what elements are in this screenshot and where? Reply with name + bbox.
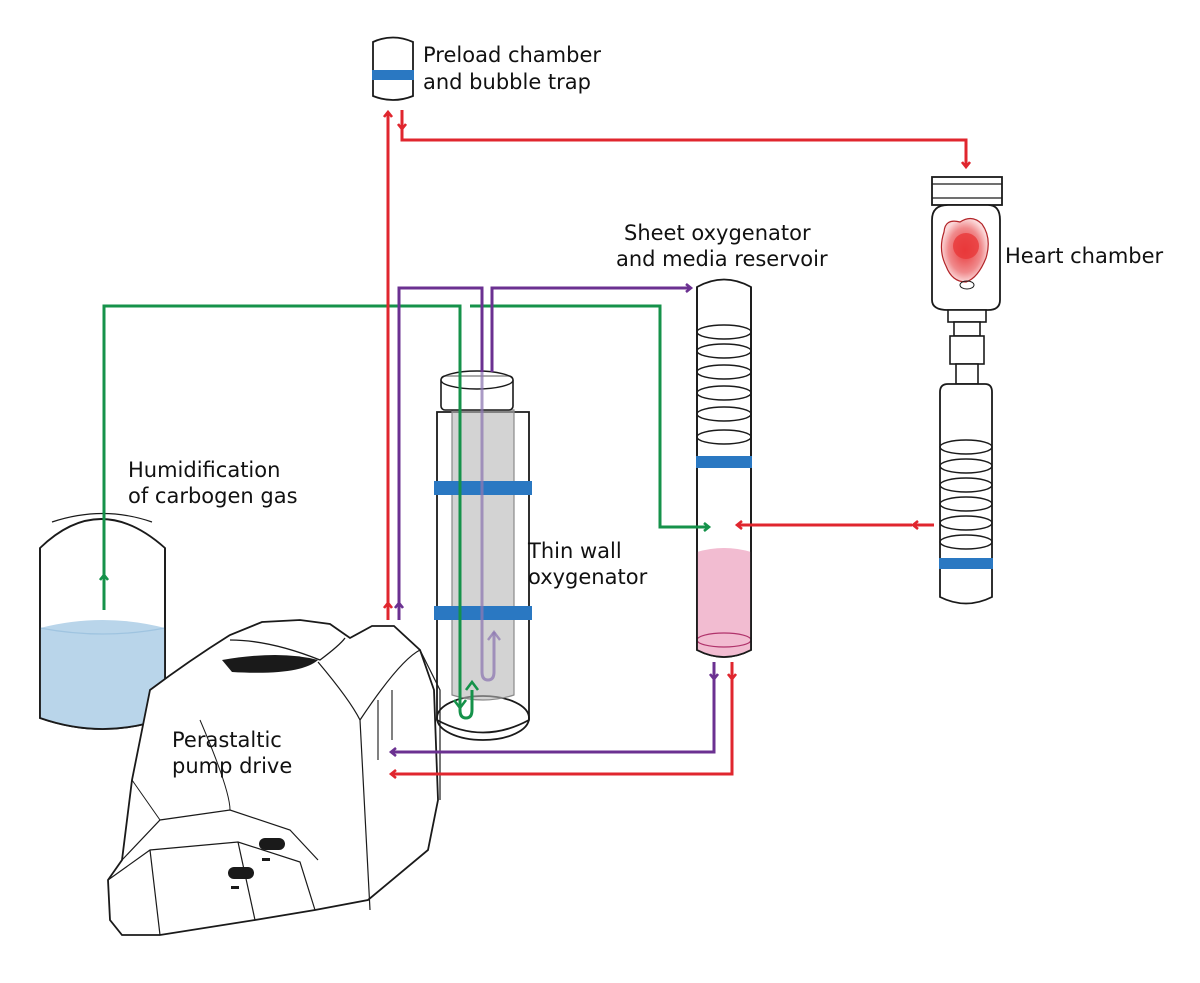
perfusate-line [388,110,966,774]
heart-icon [940,217,989,283]
thin-wall-label-line1: Thin wall [527,539,622,563]
sheet-oxygenator [696,278,752,658]
sheet-oxygenator-label-line1: Sheet oxygenator [624,221,811,245]
humidification-label-line2: of carbogen gas [128,484,298,508]
heart-chamber-label: Heart chamber [1005,244,1164,268]
humidification-label-line1: Humidification [128,458,280,482]
heart-column [939,383,993,605]
gas-line [104,304,708,610]
preload-label-line1: Preload chamber [423,43,601,67]
thin-wall-label-line2: oxygenator [528,565,648,589]
thin-wall-oxygenator [434,300,532,741]
heart-chamber [931,176,1003,385]
pump-label-line1: Perastaltic [172,728,282,752]
preload-label-line2: and bubble trap [423,70,591,94]
preload-chamber [372,36,414,101]
humidification-bottle [39,512,166,730]
sheet-oxygenator-label-line2: and media reservoir [616,247,828,271]
peristaltic-pump [107,619,441,936]
pump-label-line2: pump drive [172,754,292,778]
return-line [392,288,714,752]
